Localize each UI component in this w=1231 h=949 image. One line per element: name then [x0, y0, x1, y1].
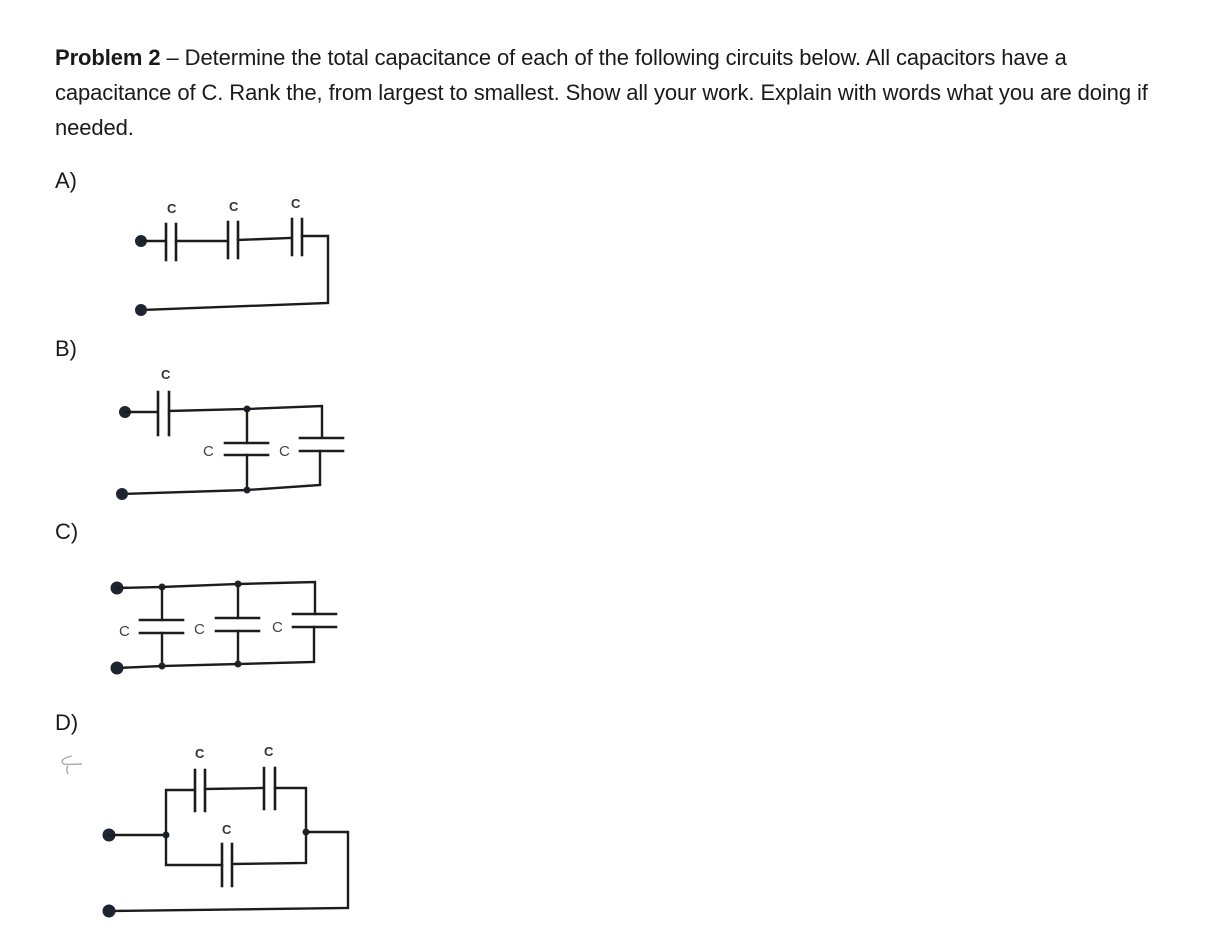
problem-heading: Problem 2 — [55, 45, 161, 70]
capacitor-d2-label: C — [264, 744, 274, 759]
part-label-d: D) — [55, 710, 79, 735]
circuit-d: C C C — [102, 744, 350, 918]
capacitor-b3-label: C — [279, 443, 290, 460]
problem-dash: – — [160, 45, 185, 70]
capacitor-a2-label: C — [229, 199, 239, 214]
pencil-scribble-mark — [61, 755, 83, 775]
capacitor-d3-label: C — [222, 822, 232, 837]
capacitor-a1-label: C — [167, 201, 177, 216]
circuit-c: C C C — [110, 580, 338, 675]
capacitor-c1-label: C — [119, 623, 130, 640]
circuit-a: C C C — [135, 196, 330, 316]
part-label-a: A) — [55, 168, 77, 193]
part-label-c: C) — [55, 519, 79, 544]
circuit-b: C C C — [116, 367, 345, 500]
part-label-b: B) — [55, 336, 77, 361]
capacitor-a3-label: C — [291, 196, 301, 211]
terminal-d-bottom — [102, 904, 116, 918]
terminal-c-bottom — [110, 661, 124, 675]
capacitor-d1-label: C — [195, 746, 205, 761]
capacitor-b1-label: C — [161, 367, 171, 382]
problem-statement: Problem 2 – Determine the total capacita… — [55, 40, 1185, 145]
capacitor-b2-label: C — [203, 443, 214, 460]
terminal-b-bottom — [116, 488, 128, 500]
terminal-a-bottom — [135, 304, 147, 316]
capacitor-c2-label: C — [194, 621, 205, 638]
capacitor-c3-label: C — [272, 619, 283, 636]
problem-text: Determine the total capacitance of each … — [55, 45, 1148, 140]
